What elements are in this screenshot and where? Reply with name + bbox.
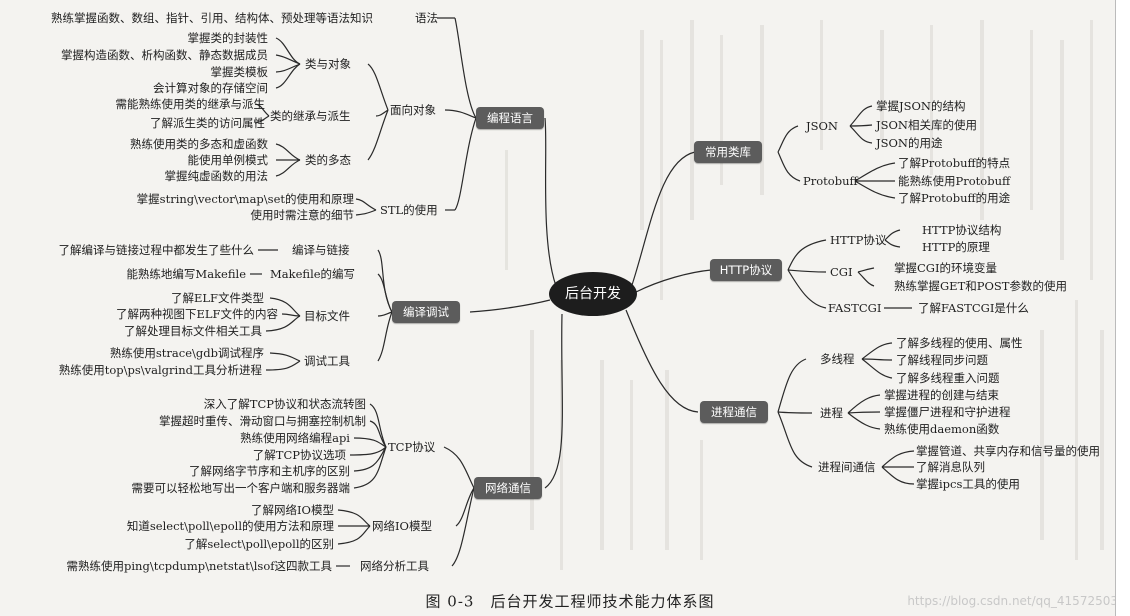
leaf: 需能熟练使用类的继承与派生 — [115, 97, 266, 111]
node-net-io-model: 网络IO模型 — [372, 519, 432, 533]
leaf: 了解Protobuff的特点 — [898, 156, 1011, 170]
leaf: 能熟练地编写Makefile — [126, 267, 246, 281]
leaf: 需要可以轻松地写出一个客户端和服务器端 — [131, 481, 351, 495]
leaf: 了解ELF文件类型 — [170, 291, 264, 305]
leaf: 了解Protobuff的用途 — [898, 191, 1011, 205]
node-protobuf: Protobuff — [803, 174, 858, 188]
leaf: 了解消息队列 — [916, 460, 985, 474]
leaf: 掌握JSON的结构 — [876, 99, 966, 113]
leaf: 了解处理目标文件相关工具 — [124, 324, 262, 338]
leaf: 了解编译与链接过程中都发生了些什么 — [58, 243, 255, 257]
leaf: 深入了解TCP协议和状态流转图 — [203, 397, 366, 411]
node-json: JSON — [806, 119, 838, 133]
node-process: 进程 — [820, 406, 843, 420]
leaf: 掌握纯虚函数的用法 — [164, 169, 269, 183]
leaf: 了解网络IO模型 — [251, 503, 334, 517]
node-makefile: Makefile的编写 — [270, 267, 356, 281]
leaf: 掌握管道、共享内存和信号量的使用 — [916, 444, 1100, 458]
branch-programming-language: 编程语言 — [476, 107, 544, 129]
node-oop: 面向对象 — [390, 103, 436, 117]
leaf: 熟练使用daemon函数 — [884, 422, 1000, 436]
node-tcp: TCP协议 — [388, 440, 436, 454]
leaf: 了解两种视图下ELF文件的内容 — [115, 307, 278, 321]
branch-common-libs: 常用类库 — [694, 141, 762, 163]
page-edge — [1115, 0, 1130, 616]
leaf: 了解多线程的使用、属性 — [896, 336, 1023, 350]
leaf: 了解网络字节序和主机序的区别 — [189, 464, 350, 478]
leaf: HTTP的原理 — [922, 240, 990, 254]
leaf: 知道select\poll\epoll的使用方法和原理 — [126, 519, 334, 533]
leaf: 掌握进程的创建与结束 — [884, 388, 999, 402]
center-node: 后台开发 — [549, 272, 637, 316]
leaf: 掌握ipcs工具的使用 — [916, 477, 1020, 491]
node-class-object: 类与对象 — [305, 57, 351, 71]
figure-caption: 图 0-3 后台开发工程师技术能力体系图 — [425, 592, 715, 611]
leaf: 掌握类的封装性 — [187, 31, 269, 45]
node-inheritance: 类的继承与派生 — [270, 109, 351, 123]
leaf: 了解TCP协议选项 — [252, 448, 346, 462]
node-polymorphism: 类的多态 — [305, 153, 351, 167]
leaf: 掌握超时重传、滑动窗口与拥塞控制机制 — [159, 414, 366, 428]
branch-network: 网络通信 — [474, 477, 542, 499]
node-debug-tools: 调试工具 — [304, 354, 350, 368]
leaf: 熟练使用top\ps\valgrind工具分析进程 — [58, 363, 262, 377]
leaf: 熟练掌握函数、数组、指针、引用、结构体、预处理等语法知识 — [51, 11, 373, 25]
leaf: 了解FASTCGI是什么 — [918, 301, 1029, 315]
leaf: JSON相关库的使用 — [876, 118, 977, 132]
node-net-tools: 网络分析工具 — [360, 559, 429, 573]
node-syntax: 语法 — [415, 11, 438, 25]
leaf: 掌握僵尸进程和守护进程 — [884, 405, 1011, 419]
leaf: 需熟练使用ping\tcpdump\netstat\lsof这四款工具 — [66, 559, 332, 573]
leaf: 熟练使用网络编程api — [240, 431, 350, 445]
node-multithread: 多线程 — [820, 352, 855, 366]
branch-http: HTTP协议 — [710, 259, 782, 281]
node-fastcgi: FASTCGI — [828, 301, 882, 315]
leaf: HTTP协议结构 — [922, 223, 1002, 237]
leaf: 了解多线程重入问题 — [896, 371, 1000, 385]
node-stl: STL的使用 — [380, 203, 438, 217]
leaf: JSON的用途 — [876, 136, 943, 150]
leaf: 了解线程同步问题 — [896, 353, 988, 367]
watermark: https://blog.csdn.net/qq_41572503 — [907, 594, 1118, 608]
leaf: 熟练掌握GET和POST参数的使用 — [894, 279, 1067, 293]
branch-compile-debug: 编译调试 — [392, 301, 460, 323]
leaf: 能使用单例模式 — [187, 153, 269, 167]
leaf: 掌握类模板 — [210, 65, 269, 79]
leaf: 熟练使用类的多态和虚函数 — [130, 137, 268, 151]
leaf: 使用时需注意的细节 — [250, 208, 355, 222]
leaf: 掌握构造函数、析构函数、静态数据成员 — [61, 48, 268, 62]
leaf: 了解派生类的访问属性 — [150, 116, 265, 130]
leaf: 能熟练使用Protobuff — [898, 174, 1011, 188]
node-ipc: 进程间通信 — [818, 460, 876, 474]
leaf: 掌握string\vector\map\set的使用和原理 — [136, 192, 354, 206]
branch-process-comm: 进程通信 — [700, 401, 768, 423]
node-compile-link: 编译与链接 — [292, 243, 350, 257]
leaf: 熟练使用strace\gdb调试程序 — [109, 346, 264, 360]
leaf: 了解select\poll\epoll的区别 — [184, 537, 334, 551]
leaf: 会计算对象的存储空间 — [153, 81, 268, 95]
node-object-file: 目标文件 — [304, 309, 350, 323]
node-http-protocol: HTTP协议 — [830, 233, 887, 247]
leaf: 掌握CGI的环境变量 — [894, 261, 998, 275]
node-cgi: CGI — [830, 265, 853, 279]
